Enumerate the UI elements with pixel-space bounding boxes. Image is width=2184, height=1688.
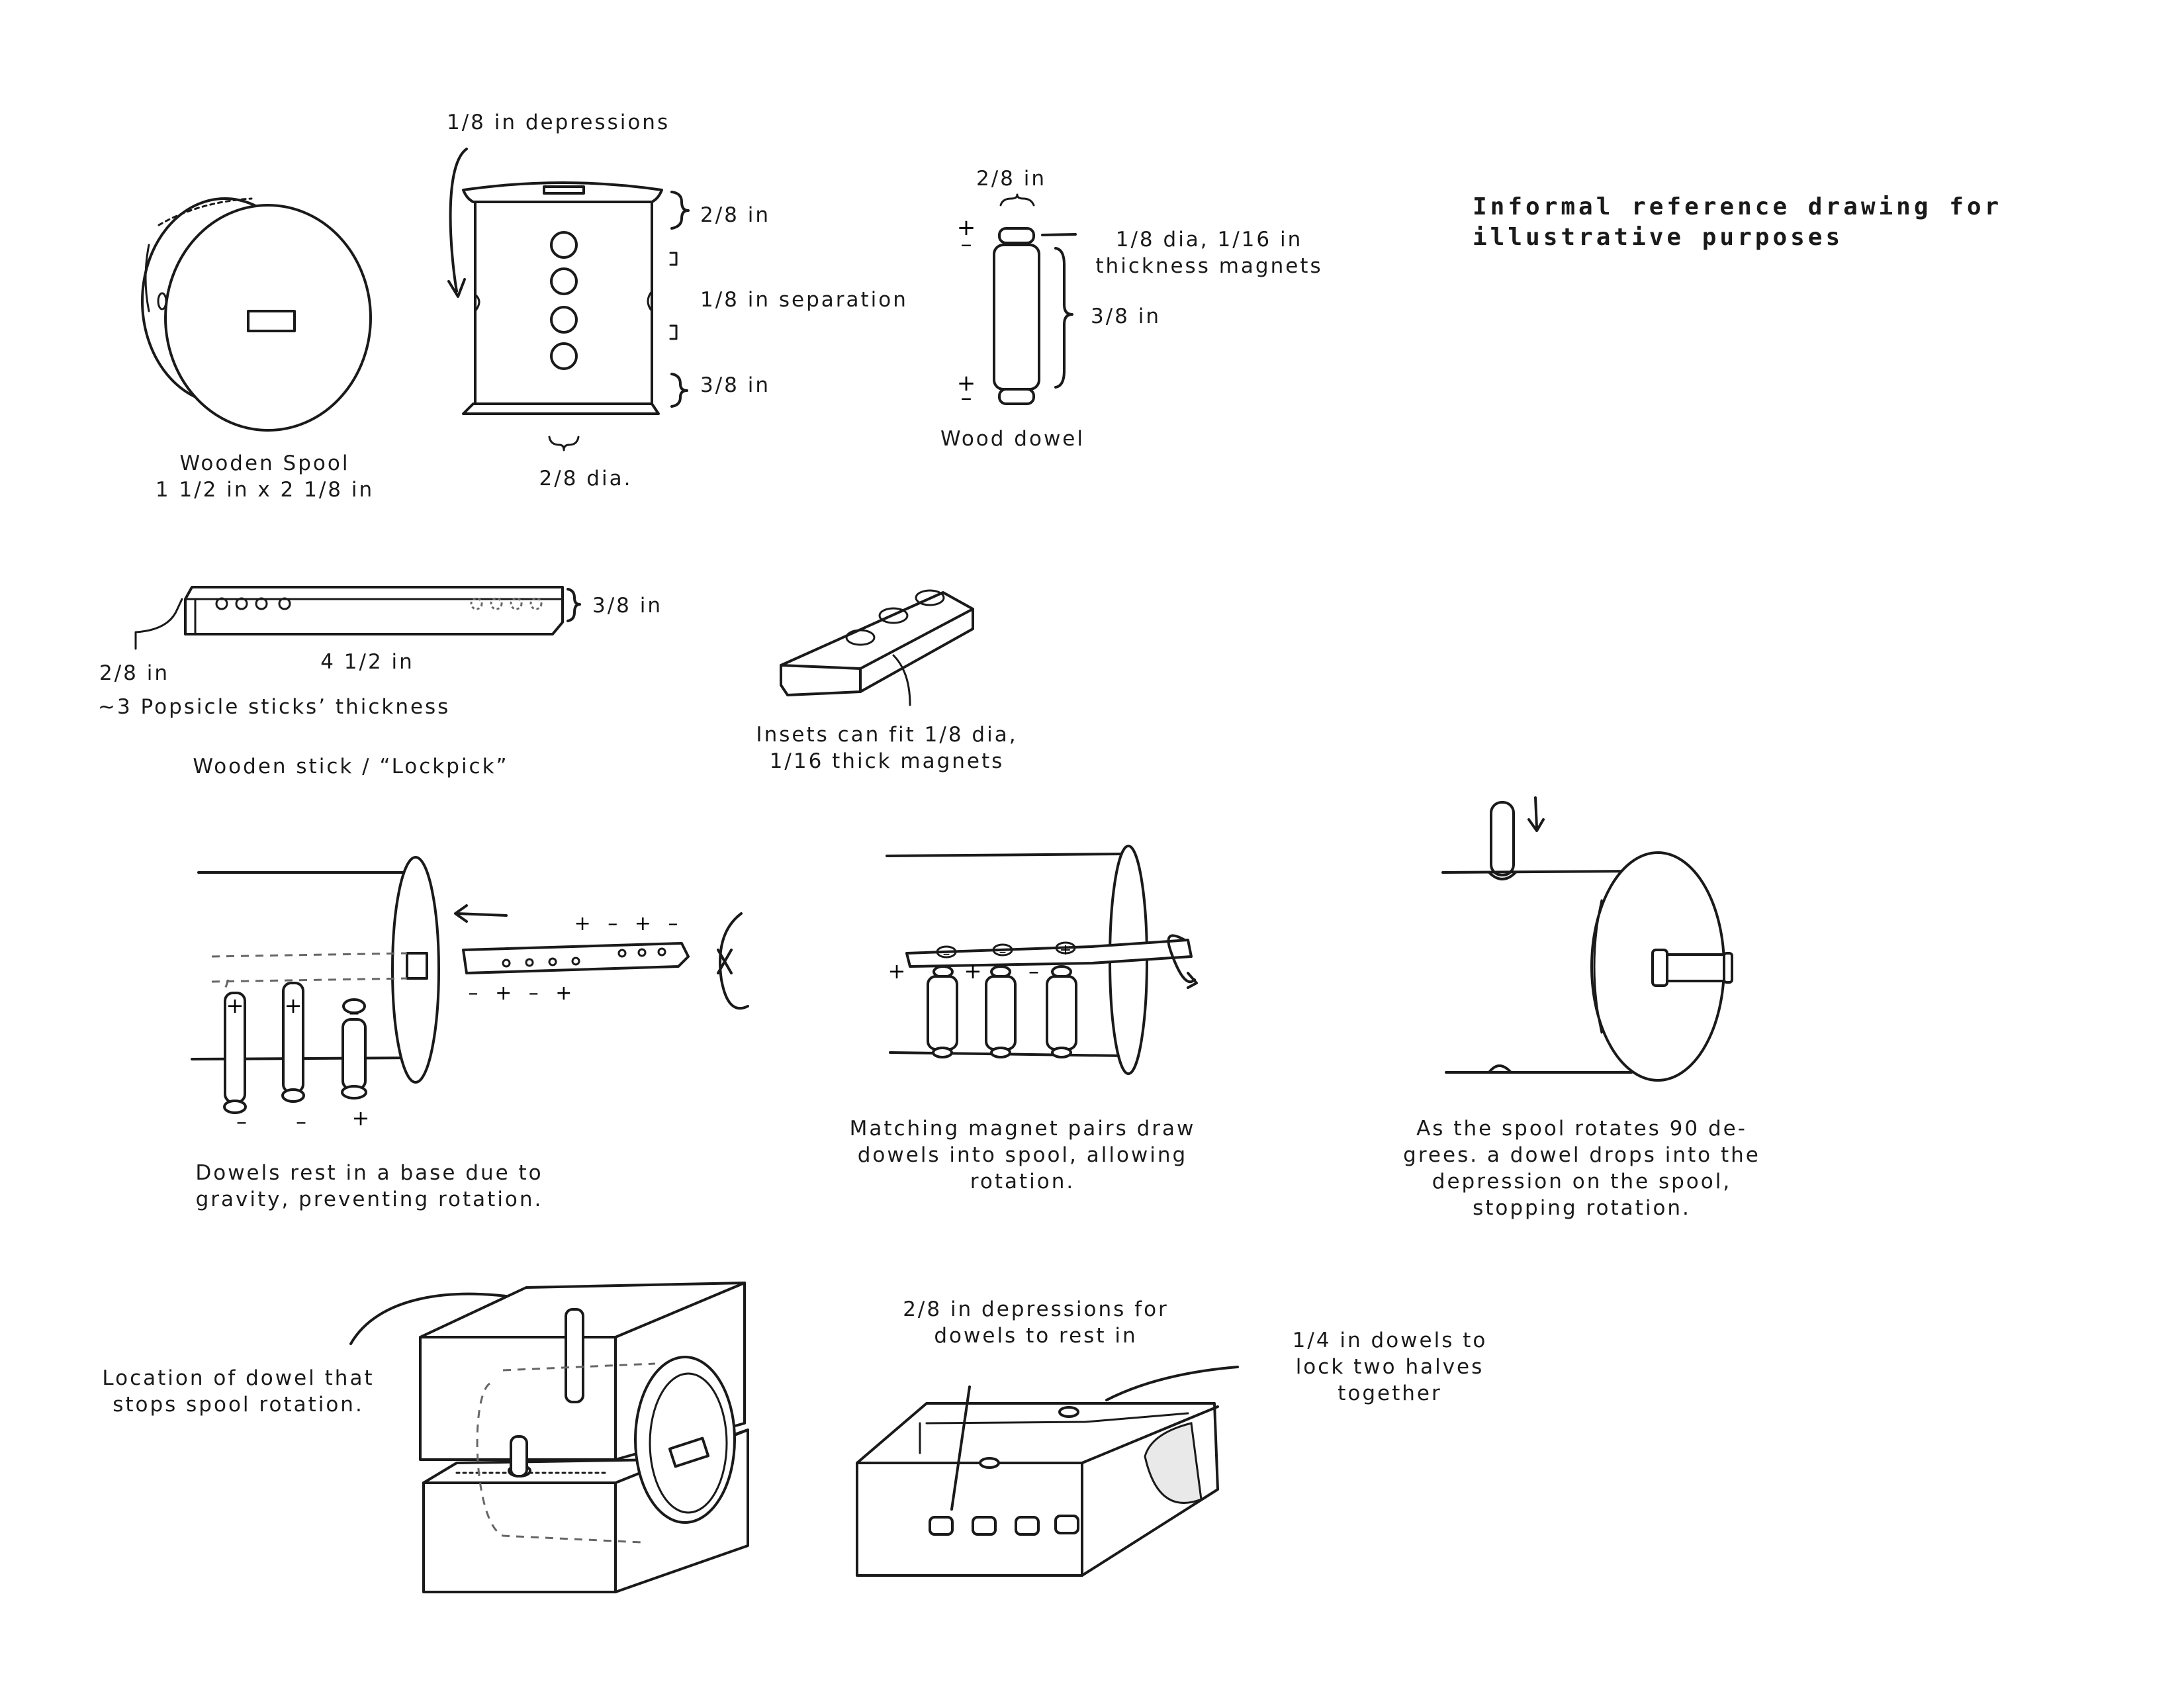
- dowel-width-label: 2/8 in: [976, 167, 1047, 191]
- wood-dowel-drawing: + – + –: [957, 193, 1077, 411]
- step1-dowel-right: [341, 998, 367, 1100]
- reference-title: Informal reference drawing for illustrat…: [1473, 192, 2002, 253]
- step1-stick-top-signs: + – + –: [574, 912, 684, 935]
- step1-dowel-left: [222, 979, 247, 1114]
- spool-name: Wooden Spool: [179, 451, 350, 475]
- lockpick-height-label: 3/8 in: [592, 594, 663, 618]
- inset-caption-line-2: 1/16 thick magnets: [769, 749, 1005, 773]
- step2-caption-line-1: Matching magnet pairs draw: [849, 1117, 1196, 1141]
- spool-caption: Wooden Spool 1 1/2 in x 2 1/8 in: [156, 450, 374, 503]
- step3-caption: As the spool rotates 90 de- grees. a dow…: [1403, 1115, 1760, 1221]
- dowel-magnets-line-1: 1/8 dia, 1/16 in: [1115, 228, 1303, 252]
- dowel-bottom-minus: –: [961, 385, 972, 411]
- step2-caption-line-3: rotation.: [970, 1170, 1075, 1194]
- step2-dowel-sign-3: –: [1028, 959, 1039, 984]
- spool-bottom-height-label: 3/8 in: [700, 373, 771, 397]
- lock-dowels-line-2: lock two halves: [1295, 1355, 1484, 1379]
- step1-dowel-bottom-sign-3: +: [352, 1105, 370, 1131]
- spool-top-height-label: 2/8 in: [700, 203, 771, 227]
- step3-caption-line-4: stopping rotation.: [1473, 1196, 1691, 1220]
- step3-caption-line-2: grees. a dowel drops into the: [1403, 1143, 1760, 1167]
- step3-spool-rotated-drawing: [1441, 796, 1733, 1082]
- step2-dowel-left: [927, 965, 958, 1058]
- stop-dowel-label: Location of dowel that stops spool rotat…: [102, 1365, 374, 1418]
- lockpick-thickness-label: 2/8 in: [99, 661, 170, 685]
- depressions-label: 2/8 in depressions for dowels to rest in: [903, 1296, 1169, 1349]
- step1-caption-line-2: gravity, preventing rotation.: [195, 1188, 543, 1211]
- spool-separation-label: 1/8 in separation: [700, 288, 908, 312]
- lock-dowels-label: 1/4 in dowels to lock two halves togethe…: [1293, 1327, 1488, 1407]
- wooden-spool-drawing: [141, 197, 372, 432]
- dowel-name-label: Wood dowel: [940, 427, 1085, 451]
- dowel-magnets-line-2: thickness magnets: [1095, 254, 1323, 278]
- step2-dowel-sign-2: +: [964, 959, 982, 984]
- spool-diameter-label: 2/8 dia.: [539, 467, 633, 491]
- box-assembly-drawing: [349, 1282, 749, 1593]
- depressions-line-2: dowels to rest in: [934, 1324, 1138, 1348]
- lock-dowels-line-3: together: [1338, 1382, 1442, 1405]
- step2-caption: Matching magnet pairs draw dowels into s…: [850, 1115, 1196, 1195]
- inset-stick-drawing: [780, 589, 974, 706]
- step1-dowel-top-sign-3: –: [349, 1000, 359, 1025]
- lockpick-name-label: Wooden stick / “Lockpick”: [193, 755, 509, 778]
- depressions-line-1: 2/8 in depressions for: [903, 1297, 1169, 1321]
- step2-caption-line-2: dowels into spool, allowing: [857, 1143, 1188, 1167]
- step1-dowel-bottom-sign-1: –: [236, 1109, 247, 1134]
- lockpick-length-label: 4 1/2 in: [320, 650, 414, 674]
- inset-caption: Insets can fit 1/8 dia, 1/16 thick magne…: [756, 722, 1017, 774]
- step2-stick-sign-2: –: [999, 944, 1007, 961]
- step2-dowel-sign-1: +: [888, 959, 906, 984]
- step2-dowel-right: [1046, 965, 1077, 1058]
- lockpick-thickness-note: ~3 Popsicle sticks’ thickness: [98, 695, 451, 719]
- lock-dowels-line-1: 1/4 in dowels to: [1292, 1329, 1488, 1352]
- stop-dowel-line-1: Location of dowel that: [102, 1366, 375, 1390]
- step3-caption-line-1: As the spool rotates 90 de-: [1416, 1117, 1747, 1141]
- step1-caption-line-1: Dowels rest in a base due to: [195, 1161, 543, 1185]
- dowel-top-plus: +: [957, 214, 976, 241]
- step1-dowel-top-sign-2: +: [285, 993, 302, 1018]
- dowel-bottom-plus: +: [957, 370, 976, 397]
- step1-dowel-top-sign-1: +: [226, 993, 244, 1018]
- dowel-length-label: 3/8 in: [1091, 305, 1161, 328]
- spool-depressions-label: 1/8 in depressions: [447, 111, 670, 134]
- dowel-top-minus: –: [961, 231, 972, 258]
- reference-title-line-2: illustrative purposes: [1473, 224, 1844, 251]
- step1-dowels-resting-drawing: + – + – – + – + + + – – – +: [191, 856, 749, 1134]
- base-half-drawing: [856, 1366, 1239, 1577]
- dowel-magnets-label: 1/8 dia, 1/16 in thickness magnets: [1095, 226, 1322, 279]
- step1-caption: Dowels rest in a base due to gravity, pr…: [195, 1160, 543, 1213]
- step1-dowel-bottom-sign-2: –: [296, 1109, 306, 1134]
- spool-size: 1 1/2 in x 2 1/8 in: [155, 478, 375, 502]
- step2-stick-sign-3: +: [1060, 942, 1071, 959]
- reference-title-line-1: Informal reference drawing for: [1473, 193, 2003, 220]
- step3-caption-line-3: depression on the spool,: [1432, 1170, 1732, 1194]
- step1-stick-bottom-signs: – + – +: [469, 982, 578, 1005]
- spool-side-view-drawing: [447, 148, 690, 451]
- inset-caption-line-1: Insets can fit 1/8 dia,: [756, 723, 1018, 747]
- step2-dowel-middle: [985, 965, 1017, 1058]
- step2-stick-sign-1: –: [943, 946, 950, 962]
- step2-dowels-drawn-drawing: + + – – – +: [886, 845, 1198, 1075]
- step1-dowel-middle: [281, 982, 305, 1103]
- stop-dowel-line-2: stops spool rotation.: [113, 1393, 364, 1417]
- lockpick-drawing: [134, 586, 581, 650]
